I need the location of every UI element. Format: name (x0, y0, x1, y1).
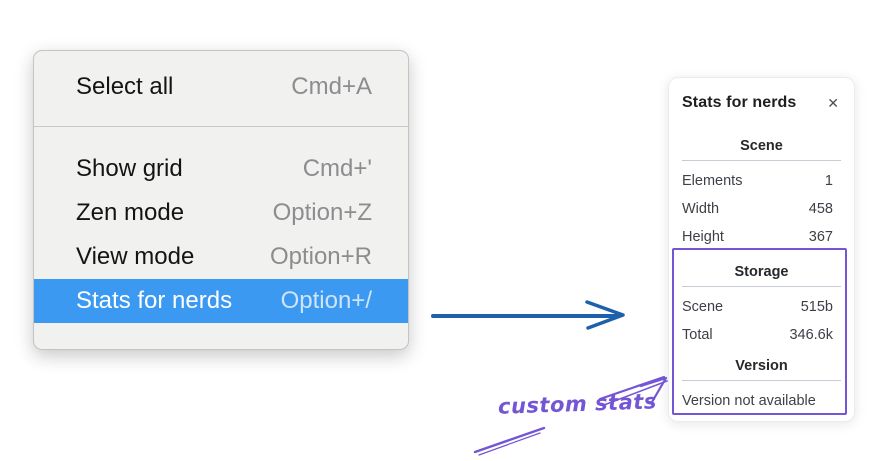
section-header-scene: Scene (740, 138, 783, 154)
menu-item-select-all[interactable]: Select all Cmd+A (34, 64, 408, 110)
stat-row-scene-storage: Scene 515b (682, 293, 841, 321)
menu-item-label: Select all (76, 73, 174, 100)
stat-row-width: Width 458 (682, 195, 841, 223)
stats-panel: Stats for nerds ✕ Scene Elements 1 Width… (668, 77, 855, 422)
section-divider (682, 380, 841, 381)
menu-divider (34, 126, 408, 127)
section-header-storage: Storage (734, 264, 789, 280)
menu-item-shortcut: Option+R (269, 243, 372, 270)
close-icon[interactable]: ✕ (827, 95, 839, 111)
menu-item-view-mode[interactable]: View mode Option+R (34, 235, 408, 279)
stats-panel-header: Stats for nerds ✕ (682, 78, 841, 115)
stat-label: Total (682, 327, 713, 343)
menu-item-show-grid[interactable]: Show grid Cmd+' (34, 147, 408, 191)
annotation-label: custom stats (497, 389, 658, 419)
stat-value: 1 (824, 173, 833, 189)
stat-label: Width (682, 201, 720, 217)
menu-item-label: Zen mode (76, 199, 185, 226)
stat-row-height: Height 367 (682, 223, 841, 251)
menu-item-label: Show grid (76, 155, 183, 182)
stats-panel-title: Stats for nerds (682, 94, 797, 111)
menu-item-shortcut: Cmd+A (291, 73, 372, 100)
section-header-version: Version (735, 358, 788, 374)
pointer-arrow (431, 300, 625, 330)
menu-item-shortcut: Cmd+' (302, 155, 372, 182)
version-message: Version not available (682, 393, 816, 409)
stat-row-elements: Elements 1 (682, 167, 841, 195)
section-divider (682, 286, 841, 287)
context-menu: Select all Cmd+A Show grid Cmd+' Zen mod… (33, 50, 409, 350)
menu-item-label: Stats for nerds (76, 287, 233, 314)
stat-value: 346.6k (789, 327, 833, 343)
stat-value: 367 (808, 229, 833, 245)
stat-label: Scene (682, 299, 724, 315)
stat-row-total-storage: Total 346.6k (682, 321, 841, 349)
menu-item-shortcut: Option+/ (280, 287, 372, 314)
stat-value: 515b (800, 299, 833, 315)
menu-item-shortcut: Option+Z (272, 199, 372, 226)
menu-item-stats-for-nerds[interactable]: Stats for nerds Option+/ (34, 279, 408, 323)
stat-label: Height (682, 229, 724, 245)
section-divider (682, 160, 841, 161)
menu-item-label: View mode (76, 243, 195, 270)
stat-label: Elements (682, 173, 743, 189)
menu-item-zen-mode[interactable]: Zen mode Option+Z (34, 191, 408, 235)
stat-value: 458 (808, 201, 833, 217)
